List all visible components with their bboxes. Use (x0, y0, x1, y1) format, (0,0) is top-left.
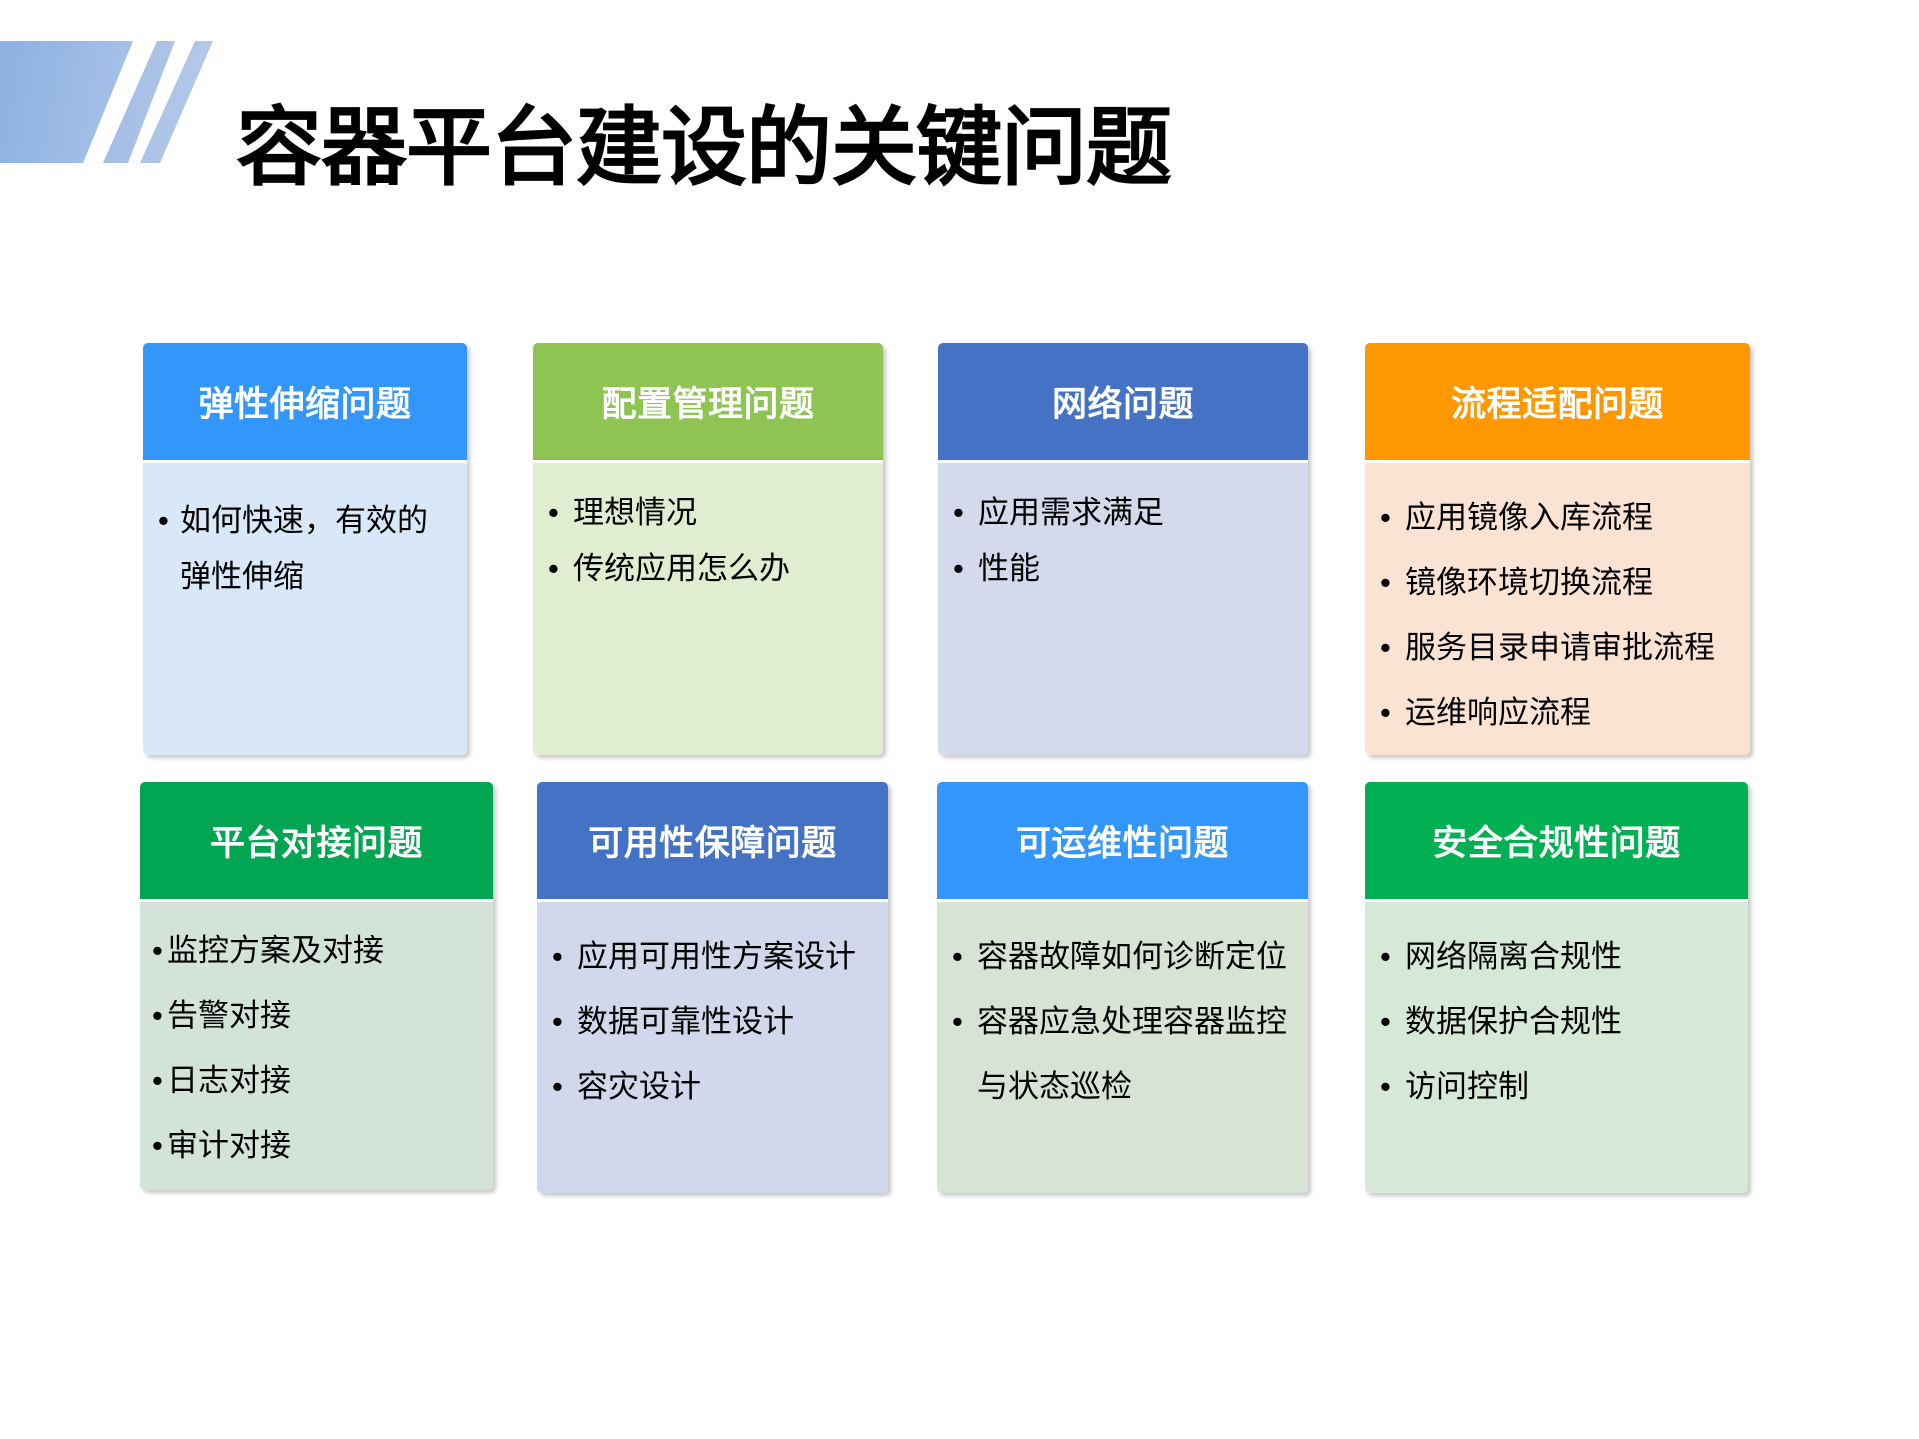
card-title: 可运维性问题 (1015, 824, 1229, 863)
card-title: 安全合规性问题 (1432, 824, 1681, 863)
bullet-item: 服务目录申请审批流程 (1365, 615, 1742, 680)
bullet-item: 监控方案及对接 (140, 918, 485, 983)
bullet-item: 如何快速，有效的弹性伸缩 (143, 493, 459, 605)
bullet-list: 理想情况传统应用怎么办 (533, 485, 875, 597)
card-process-adaptation: 流程适配问题 应用镜像入库流程镜像环境切换流程服务目录申请审批流程运维响应流程 (1365, 343, 1750, 755)
bullet-list: 应用需求满足性能 (938, 485, 1300, 597)
card-platform-integration: 平台对接问题 监控方案及对接告警对接日志对接审计对接 (140, 782, 493, 1190)
card-body: 容器故障如何诊断定位容器应急处理容器监控与状态巡检 (937, 902, 1308, 1193)
corner-flag-decoration (0, 41, 220, 163)
bullet-item: 运维响应流程 (1365, 680, 1742, 745)
card-body: 网络隔离合规性数据保护合规性访问控制 (1365, 902, 1748, 1193)
card-header: 流程适配问题 (1365, 343, 1750, 463)
bullet-item: 性能 (938, 541, 1300, 597)
card-body: 监控方案及对接告警对接日志对接审计对接 (140, 902, 493, 1190)
card-header: 平台对接问题 (140, 782, 493, 902)
bullet-item: 镜像环境切换流程 (1365, 550, 1742, 615)
card-title: 平台对接问题 (209, 824, 423, 863)
card-title: 可用性保障问题 (588, 824, 837, 863)
bullet-item: 审计对接 (140, 1113, 485, 1178)
card-availability: 可用性保障问题 应用可用性方案设计数据可靠性设计容灾设计 (537, 782, 888, 1193)
bullet-item: 数据可靠性设计 (537, 989, 880, 1054)
card-header: 安全合规性问题 (1365, 782, 1748, 902)
bullet-list: 应用镜像入库流程镜像环境切换流程服务目录申请审批流程运维响应流程 (1365, 485, 1742, 745)
bullet-list: 网络隔离合规性数据保护合规性访问控制 (1365, 924, 1740, 1119)
bullet-item: 数据保护合规性 (1365, 989, 1740, 1054)
bullet-item: 应用可用性方案设计 (537, 924, 880, 989)
card-header: 弹性伸缩问题 (143, 343, 467, 463)
card-header: 可运维性问题 (937, 782, 1308, 902)
card-body: 应用需求满足性能 (938, 463, 1308, 755)
card-title: 配置管理问题 (601, 385, 815, 424)
card-header: 配置管理问题 (533, 343, 883, 463)
card-elastic-scaling: 弹性伸缩问题 如何快速，有效的弹性伸缩 (143, 343, 467, 755)
card-title: 弹性伸缩问题 (198, 385, 412, 424)
card-title: 流程适配问题 (1450, 385, 1664, 424)
bullet-list: 应用可用性方案设计数据可靠性设计容灾设计 (537, 924, 880, 1119)
bullet-list: 如何快速，有效的弹性伸缩 (143, 493, 459, 605)
card-network: 网络问题 应用需求满足性能 (938, 343, 1308, 755)
bullet-item: 理想情况 (533, 485, 875, 541)
card-body: 理想情况传统应用怎么办 (533, 463, 883, 755)
bullet-item: 容灾设计 (537, 1054, 880, 1119)
page-title: 容器平台建设的关键问题 (236, 99, 1172, 196)
card-header: 网络问题 (938, 343, 1308, 463)
bullet-item: 容器故障如何诊断定位 (937, 924, 1300, 989)
bullet-item: 访问控制 (1365, 1054, 1740, 1119)
bullet-list: 容器故障如何诊断定位容器应急处理容器监控与状态巡检 (937, 924, 1300, 1119)
bullet-item: 传统应用怎么办 (533, 541, 875, 597)
card-security-compliance: 安全合规性问题 网络隔离合规性数据保护合规性访问控制 (1365, 782, 1748, 1193)
bullet-item: 容器应急处理容器监控与状态巡检 (937, 989, 1300, 1119)
card-body: 应用可用性方案设计数据可靠性设计容灾设计 (537, 902, 888, 1193)
card-body: 如何快速，有效的弹性伸缩 (143, 463, 467, 755)
card-title: 网络问题 (1051, 385, 1194, 424)
card-header: 可用性保障问题 (537, 782, 888, 902)
card-body: 应用镜像入库流程镜像环境切换流程服务目录申请审批流程运维响应流程 (1365, 463, 1750, 755)
bullet-list: 监控方案及对接告警对接日志对接审计对接 (140, 918, 485, 1178)
bullet-item: 日志对接 (140, 1048, 485, 1113)
card-config-management: 配置管理问题 理想情况传统应用怎么办 (533, 343, 883, 755)
bullet-item: 应用镜像入库流程 (1365, 485, 1742, 550)
bullet-item: 告警对接 (140, 983, 485, 1048)
card-operability: 可运维性问题 容器故障如何诊断定位容器应急处理容器监控与状态巡检 (937, 782, 1308, 1193)
bullet-item: 应用需求满足 (938, 485, 1300, 541)
bullet-item: 网络隔离合规性 (1365, 924, 1740, 989)
